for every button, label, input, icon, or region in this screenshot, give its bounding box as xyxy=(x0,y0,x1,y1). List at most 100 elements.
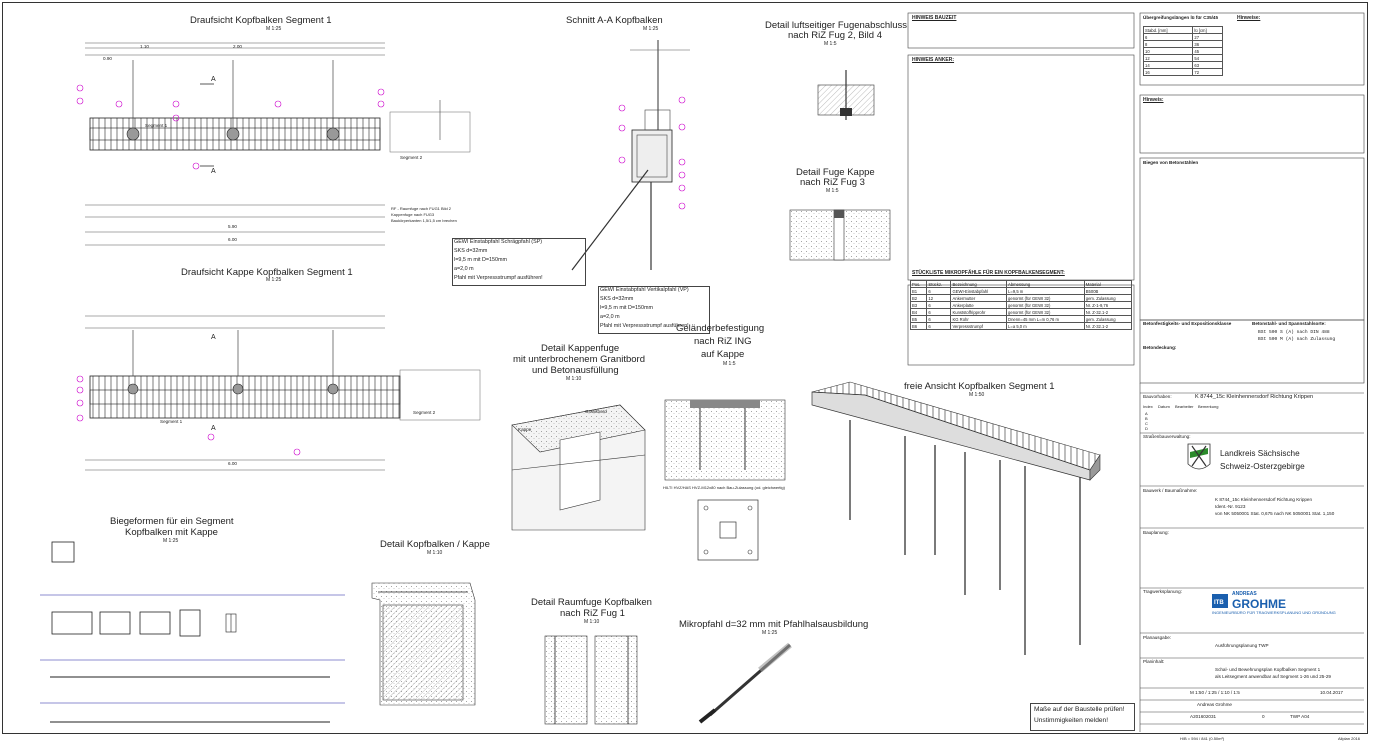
bearbeiter-col: Bearbeiter xyxy=(1175,404,1194,409)
ue-cell: 6 xyxy=(1142,33,1194,41)
betonstahl-value1: BSt 500 S (A) nach DIN 488 xyxy=(1258,330,1330,335)
firm-subtitle: INGENIEURBÜRO FÜR TRAGWERKSPLANUNG UND G… xyxy=(1212,610,1336,615)
kappenfuge-scale: M 1:10 xyxy=(566,376,582,382)
stk-cell: genormt (für GEWI 32) xyxy=(1006,301,1085,309)
ue-cell: 54 xyxy=(1192,54,1223,62)
betonfestigkeit-header: Betonfestigkeits- und Expositionsklasse xyxy=(1143,321,1232,326)
biege-title-1: Biegeformen für ein Segment xyxy=(110,516,234,527)
vp-pile-line1: SKS d=32mm xyxy=(600,296,634,302)
plan-kappe-title: Draufsicht Kappe Kopfbalken Segment 1 xyxy=(181,267,353,278)
strassenverwaltung-label: Straßenbauverwaltung: xyxy=(1143,434,1191,439)
plan-segment-title: Draufsicht Kopfbalken Segment 1 xyxy=(190,15,332,26)
stk-cell: B500B xyxy=(1083,287,1133,295)
ue-cell: 45 xyxy=(1192,47,1223,55)
bauwerk-line2: Ident.-Nr. 9123 xyxy=(1215,504,1246,509)
raumfuge-title-1: Detail Raumfuge Kopfbalken xyxy=(531,597,652,608)
stk-h-3: Abmessung xyxy=(1006,280,1085,288)
datum-value: 10.04.2017 xyxy=(1320,690,1343,695)
bauwerk-label: Bauwerk / Baumaßnahme: xyxy=(1143,488,1198,493)
detail-luft-scale: M 1:5 xyxy=(824,41,837,47)
index-col: Index xyxy=(1143,404,1153,409)
dim-kappe-600: 6.00 xyxy=(228,461,237,466)
stueckliste-header: STÜCKLISTE MIKROPFÄHLE FÜR EIN KOPFBALKE… xyxy=(912,270,1065,276)
kappenfuge-title-1: Detail Kappenfuge xyxy=(541,343,620,354)
detail-luft-drawing xyxy=(817,70,875,120)
ue-cell: 27 xyxy=(1192,33,1223,41)
index-a: A xyxy=(1145,411,1148,416)
plan-kappe-drawing xyxy=(76,315,481,471)
planinhalt-line2: als Leitsegment anwendbar auf Segment 1-… xyxy=(1215,674,1331,679)
sp-pile-title: GEWI Einstabpfahl Schrägpfahl (SP) xyxy=(454,239,543,245)
bauwerk-line1: K 8744_15c Kleinhennersdorf Richtung Kri… xyxy=(1215,497,1313,502)
section-aa-drawing xyxy=(571,40,690,271)
kappe-label: Kappe xyxy=(518,427,532,432)
landkreis-logo-icon xyxy=(1187,443,1211,470)
landkreis-line2: Schweiz-Osterzgebirge xyxy=(1220,462,1305,471)
plan-segment-drawing xyxy=(76,42,471,246)
segment1-label: Segment 1 xyxy=(145,123,168,128)
biegen-header: Biegen von Betonstählen xyxy=(1143,160,1199,165)
biege-title-2: Kopfbalken mit Kappe xyxy=(125,527,218,538)
ue-cell: 10 xyxy=(1142,47,1194,55)
uebergreifung-header: Übergreifungslängen lü für C35/45 xyxy=(1143,15,1219,20)
dim-090: 0.90 xyxy=(103,56,112,61)
ansicht-title: freie Ansicht Kopfbalken Segment 1 xyxy=(904,381,1055,392)
planausgabe-label: Planausgabe: xyxy=(1143,635,1172,640)
kappenfuge-title-3: und Betonausfüllung xyxy=(532,365,619,376)
grohme-logo-icon: ITB xyxy=(1212,594,1228,608)
footer-left: H/B = 594 / 841 (0.50m²) xyxy=(1180,736,1225,741)
kappenfuge-drawing xyxy=(511,404,646,531)
bearbeitet-value: Andreas Grohme xyxy=(1197,702,1232,707)
bauvorhaben-label: Bauvorhaben: xyxy=(1143,394,1172,399)
index-b: B xyxy=(1145,416,1148,421)
betonstahl-value2: BSt 500 M (A) nach Zulassung xyxy=(1258,337,1336,342)
stk-cell: L=a 5,0 m xyxy=(1006,322,1085,330)
sp-pile-line3: a=2,0 m xyxy=(454,266,474,272)
kb-kappe-scale: M 1:10 xyxy=(427,550,443,556)
stk-h-4: Material xyxy=(1083,280,1133,288)
betonstahl-header: Betonstahl- und Spannstahlsorte: xyxy=(1252,321,1326,326)
sp-pile-line4: Pfahl mit Verpressstrumpf ausführen! xyxy=(454,275,543,281)
section-aa-scale: M 1:25 xyxy=(643,26,659,32)
ue-cell: 14 xyxy=(1142,61,1194,69)
ue-cell: 36 xyxy=(1192,40,1223,48)
stk-cell: Dnenn=45 mm L=m 0,76 m xyxy=(1006,315,1085,323)
stk-cell: Kunststoffripprohr xyxy=(950,308,1008,316)
vp-pile-line3: a=2,0 m xyxy=(600,314,620,320)
plan-nr-value: A201602031 xyxy=(1190,714,1217,719)
ue-h1: Stabd. [mm] xyxy=(1142,26,1194,34)
gelaender-drawing xyxy=(664,399,786,561)
dim-590: 5.90 xyxy=(228,224,237,229)
hinweise-header: Hinweise: xyxy=(1237,15,1261,21)
stk-cell: L=9,5 m xyxy=(1006,287,1085,295)
stk-cell: Verpressstrumpf xyxy=(950,322,1008,330)
stueckliste-table: Pos. Stückz. Bezeichnung Abmessung Mater… xyxy=(909,280,1133,330)
stk-cell: Nr. Z-1-9,76 xyxy=(1083,301,1133,309)
stueckliste-header-row: Pos. Stückz. Bezeichnung Abmessung Mater… xyxy=(909,280,1133,288)
tragwerk-label: Tragwerksplanung: xyxy=(1143,589,1182,594)
index-d: D xyxy=(1145,426,1148,431)
footer-right: Allplan 2016 xyxy=(1338,736,1361,741)
svg-text:ITB: ITB xyxy=(1214,600,1224,606)
bauplanung-label: Bauplanung: xyxy=(1143,530,1169,535)
raumfuge-scale: M 1:10 xyxy=(584,619,600,625)
freie-ansicht-drawing xyxy=(811,381,1101,655)
stk-cell: gem. Zulassung xyxy=(1083,315,1133,323)
vp-pile-line2: l=9,5 m mit D=150mm xyxy=(600,305,654,311)
gelaender-title-2: nach RiZ ING xyxy=(694,336,752,347)
detail-fuge-title-2: nach RiZ Fug 3 xyxy=(800,177,865,188)
rf-legend-3: Baukörperkanten 1,5/1,5 cm brechen xyxy=(391,218,457,223)
ue-h2: lü [cm] xyxy=(1192,26,1223,34)
planinhalt-line1: Schal- und Bewehrungsplan Kopfbalken Seg… xyxy=(1215,667,1321,672)
ue-cell: 8 xyxy=(1142,40,1194,48)
detail-fuge-scale: M 1:5 xyxy=(826,188,839,194)
datum-col: Datum xyxy=(1158,404,1170,409)
landkreis-line1: Landkreis Sächsische xyxy=(1220,449,1300,458)
sp-pile-box xyxy=(452,238,586,286)
bauwerk-line3: von NK 5050001 Stat. 0,675 nach NK 50500… xyxy=(1215,511,1335,516)
betondeckung-header: Betondeckung: xyxy=(1143,345,1177,350)
